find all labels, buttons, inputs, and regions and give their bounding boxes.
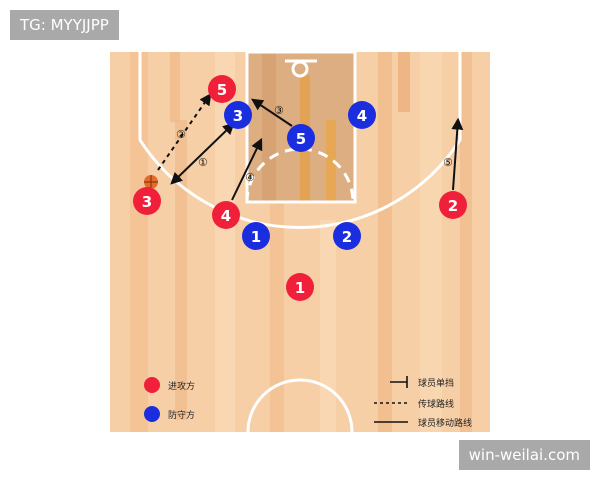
defense-players: 1 2 3 4 5	[224, 101, 376, 250]
legend-screen-label: 球员单挡	[418, 377, 454, 389]
legend: 进攻方 防守方 球员单挡 传球路线 球员移动路线	[144, 376, 472, 429]
move-line-3	[251, 98, 293, 127]
svg-text:3: 3	[233, 107, 243, 125]
legend-offense-swatch	[144, 377, 160, 393]
offense-player-5: 5	[208, 75, 236, 103]
svg-text:3: 3	[142, 193, 152, 211]
legend-pass-label: 传球路线	[418, 398, 454, 410]
offense-player-1: 1	[286, 273, 314, 301]
svg-text:1: 1	[251, 228, 261, 246]
svg-text:4: 4	[221, 207, 231, 225]
defense-player-1: 1	[242, 222, 270, 250]
defense-player-3: 3	[224, 101, 252, 129]
svg-text:2: 2	[342, 228, 352, 246]
svg-text:5: 5	[296, 130, 306, 148]
legend-screen-symbol	[390, 376, 408, 388]
svg-text:2: 2	[448, 197, 458, 215]
legend-move-label: 球员移动路线	[418, 417, 472, 429]
watermark-bottom-right: win-weilai.com	[458, 440, 590, 470]
step-marker-4: ④	[245, 171, 255, 184]
step-marker-2: ②	[176, 128, 186, 141]
step-marker-1: ①	[198, 156, 208, 169]
move-line-5	[451, 117, 464, 191]
offense-player-4: 4	[212, 201, 240, 229]
watermark-top-left: TG: MYYJJPP	[10, 10, 119, 40]
step-marker-5: ⑤	[443, 156, 453, 169]
defense-player-4: 4	[348, 101, 376, 129]
step-marker-3: ③	[274, 104, 284, 117]
pass-line-1	[170, 122, 235, 185]
step-markers: ① ② ③ ④ ⑤	[176, 104, 453, 184]
move-line-4	[231, 137, 263, 201]
svg-text:1: 1	[295, 279, 305, 297]
svg-text:4: 4	[357, 107, 367, 125]
defense-player-5: 5	[287, 124, 315, 152]
basketball-icon	[144, 175, 158, 189]
court-floor	[110, 52, 490, 432]
legend-defense-label: 防守方	[168, 409, 195, 421]
offense-players: 1 2 3 4 5	[133, 75, 467, 301]
svg-text:5: 5	[217, 81, 227, 99]
defense-player-2: 2	[333, 222, 361, 250]
legend-offense-label: 进攻方	[168, 380, 195, 392]
offense-player-3: 3	[133, 187, 161, 215]
offense-player-2: 2	[439, 191, 467, 219]
play-lines	[157, 93, 464, 201]
legend-defense-swatch	[144, 406, 160, 422]
